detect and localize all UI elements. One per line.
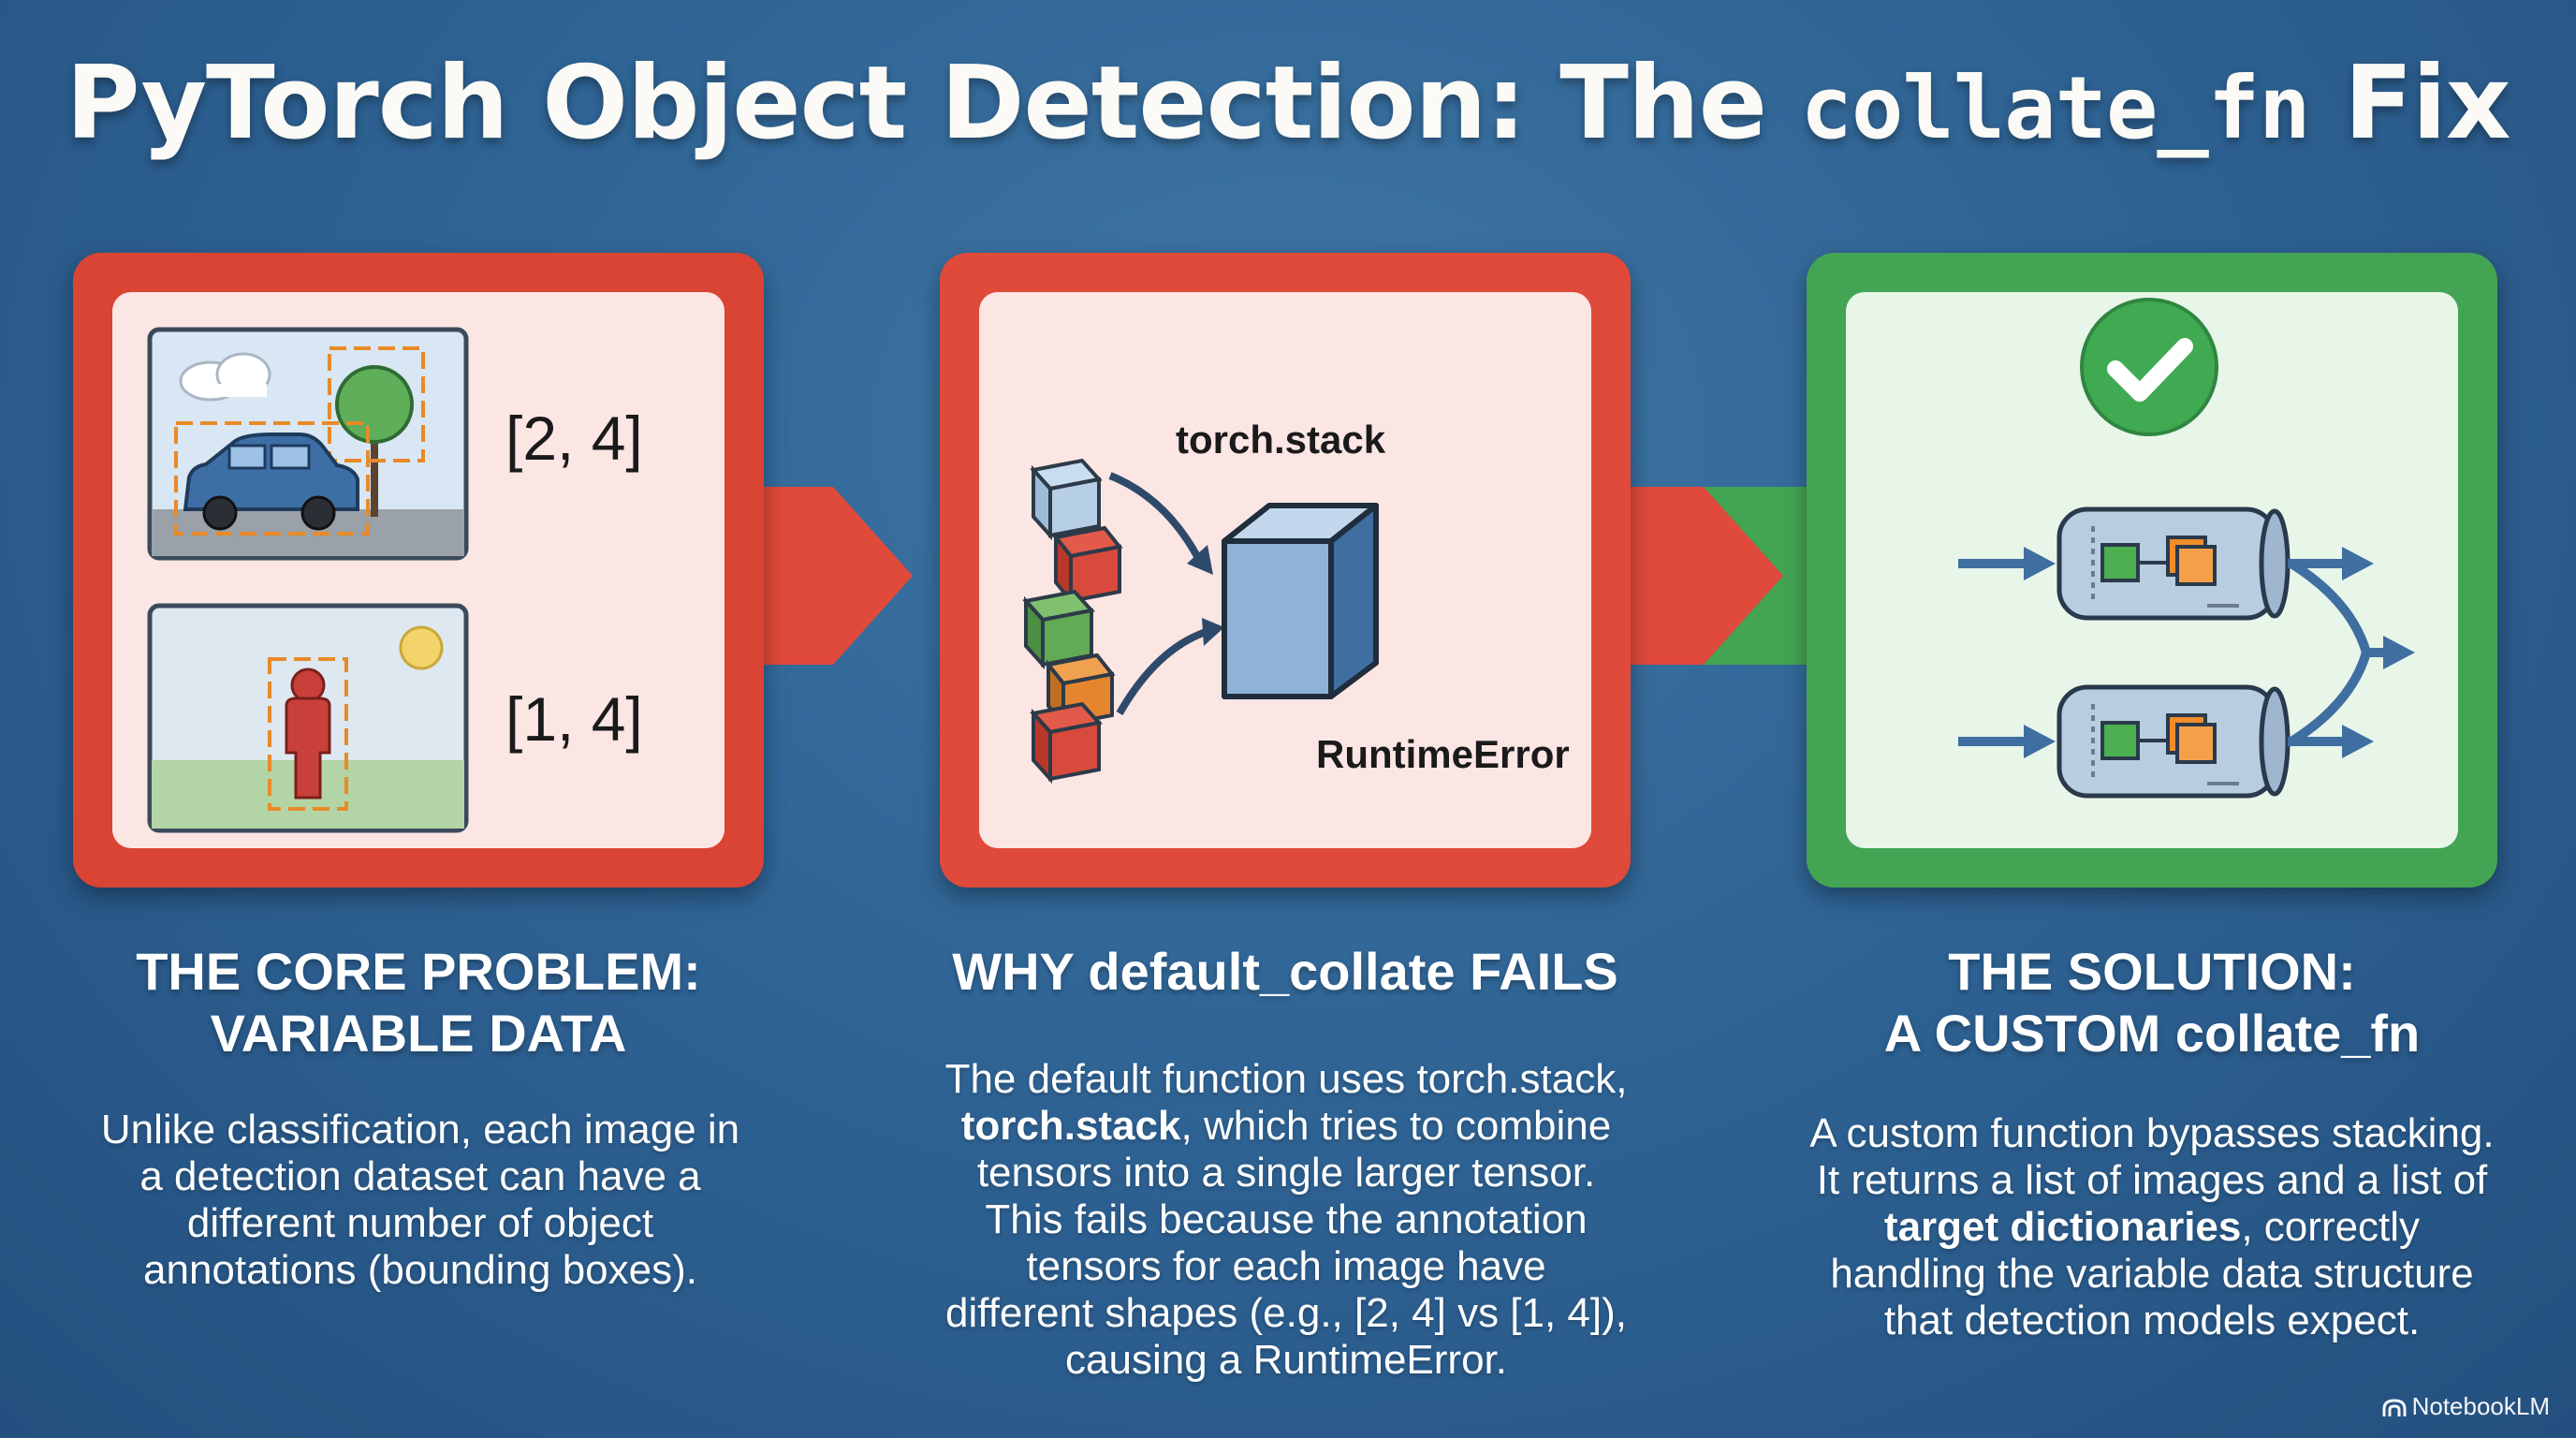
image-car-tree-icon — [147, 327, 469, 833]
body-why-fails-line1: The default function uses torch.stack, — [944, 1056, 1628, 1102]
body-core-problem: Unlike classification, each image in a d… — [37, 1107, 803, 1294]
heading-solution: THE SOLUTION: A CUSTOM collate_fn — [1807, 941, 2497, 1064]
torch-stack-label: torch.stack — [1176, 418, 1386, 462]
body-solution-bold: target dictionaries — [1883, 1204, 2242, 1250]
panel-solution-card — [1846, 292, 2458, 848]
body-core-problem-line2: a detection dataset can have a — [139, 1153, 701, 1199]
body-why-fails-bold: torch.stack — [960, 1103, 1181, 1149]
heading-core-problem-line1: THE CORE PROBLEM: — [136, 942, 701, 1001]
body-solution: A custom function bypasses stacking. It … — [1760, 1110, 2544, 1344]
panel-why-fails-card: torch.stack RuntimeError — [979, 292, 1591, 848]
checkmark-icon — [2080, 298, 2218, 436]
heading-solution-line2: A CUSTOM collate_fn — [1883, 1004, 2421, 1063]
heading-why-fails-line1: WHY default_collate FAILS — [952, 942, 1618, 1001]
body-why-fails-line6: different shapes (e.g., [2, 4] vs [1, 4]… — [944, 1290, 1628, 1336]
body-solution-line4: handling the variable data structure — [1830, 1251, 2474, 1297]
heading-core-problem: THE CORE PROBLEM: VARIABLE DATA — [73, 941, 764, 1064]
body-why-fails-line4: This fails because the annotation — [985, 1196, 1588, 1242]
tensor-shape-1: [2, 4] — [505, 404, 643, 473]
body-why-fails-line5: tensors for each image have — [1026, 1243, 1546, 1289]
stacked-cubes-icon — [1022, 458, 1379, 785]
notebooklm-logo-icon — [2382, 1399, 2407, 1417]
heading-why-fails: WHY default_collate FAILS — [893, 941, 1677, 1003]
footer-brand-text: NotebookLM — [2411, 1392, 2550, 1420]
tensor-shape-2: [1, 4] — [505, 684, 643, 754]
body-solution-line3: target dictionaries, correctly — [1760, 1204, 2544, 1251]
page-title: PyTorch Object Detection: The collate_fn… — [0, 45, 2576, 162]
pipeline-icon — [1958, 298, 2415, 799]
body-core-problem-line3: different number of object — [186, 1200, 654, 1246]
body-why-fails-line2-rest: , which tries to combine — [1180, 1103, 1612, 1149]
title-prefix: PyTorch Object Detection: The — [66, 45, 1801, 162]
panel-solution — [1807, 253, 2497, 888]
runtime-error-label: RuntimeError — [1316, 732, 1570, 776]
title-code: collate_fn — [1800, 58, 2311, 158]
body-why-fails-line7: causing a RuntimeError. — [1065, 1337, 1507, 1383]
body-why-fails-line3: tensors into a single larger tensor. — [976, 1150, 1596, 1196]
body-solution-line5: that detection models expect. — [1883, 1298, 2421, 1343]
footer-brand: NotebookLM — [2382, 1392, 2550, 1421]
body-core-problem-line1: Unlike classification, each image in — [100, 1107, 740, 1152]
body-core-problem-line4: annotations (bounding boxes). — [143, 1247, 697, 1293]
heading-core-problem-line2: VARIABLE DATA — [210, 1004, 627, 1063]
heading-solution-line1: THE SOLUTION: — [1948, 942, 2356, 1001]
body-why-fails-line2: torch.stack, which tries to combine — [880, 1103, 1692, 1150]
body-solution-line1: A custom function bypasses stacking. — [1809, 1110, 2495, 1156]
title-suffix: Fix — [2309, 45, 2510, 162]
body-solution-line3-rest: , correctly — [2241, 1204, 2421, 1250]
panel-core-problem: [2, 4] [1, 4] — [73, 253, 764, 888]
body-solution-line2: It returns a list of images and a list o… — [1816, 1157, 2488, 1203]
panel-why-fails: torch.stack RuntimeError — [940, 253, 1631, 888]
body-why-fails: The default function uses torch.stack, t… — [880, 1056, 1692, 1384]
panel-core-problem-card: [2, 4] [1, 4] — [112, 292, 724, 848]
